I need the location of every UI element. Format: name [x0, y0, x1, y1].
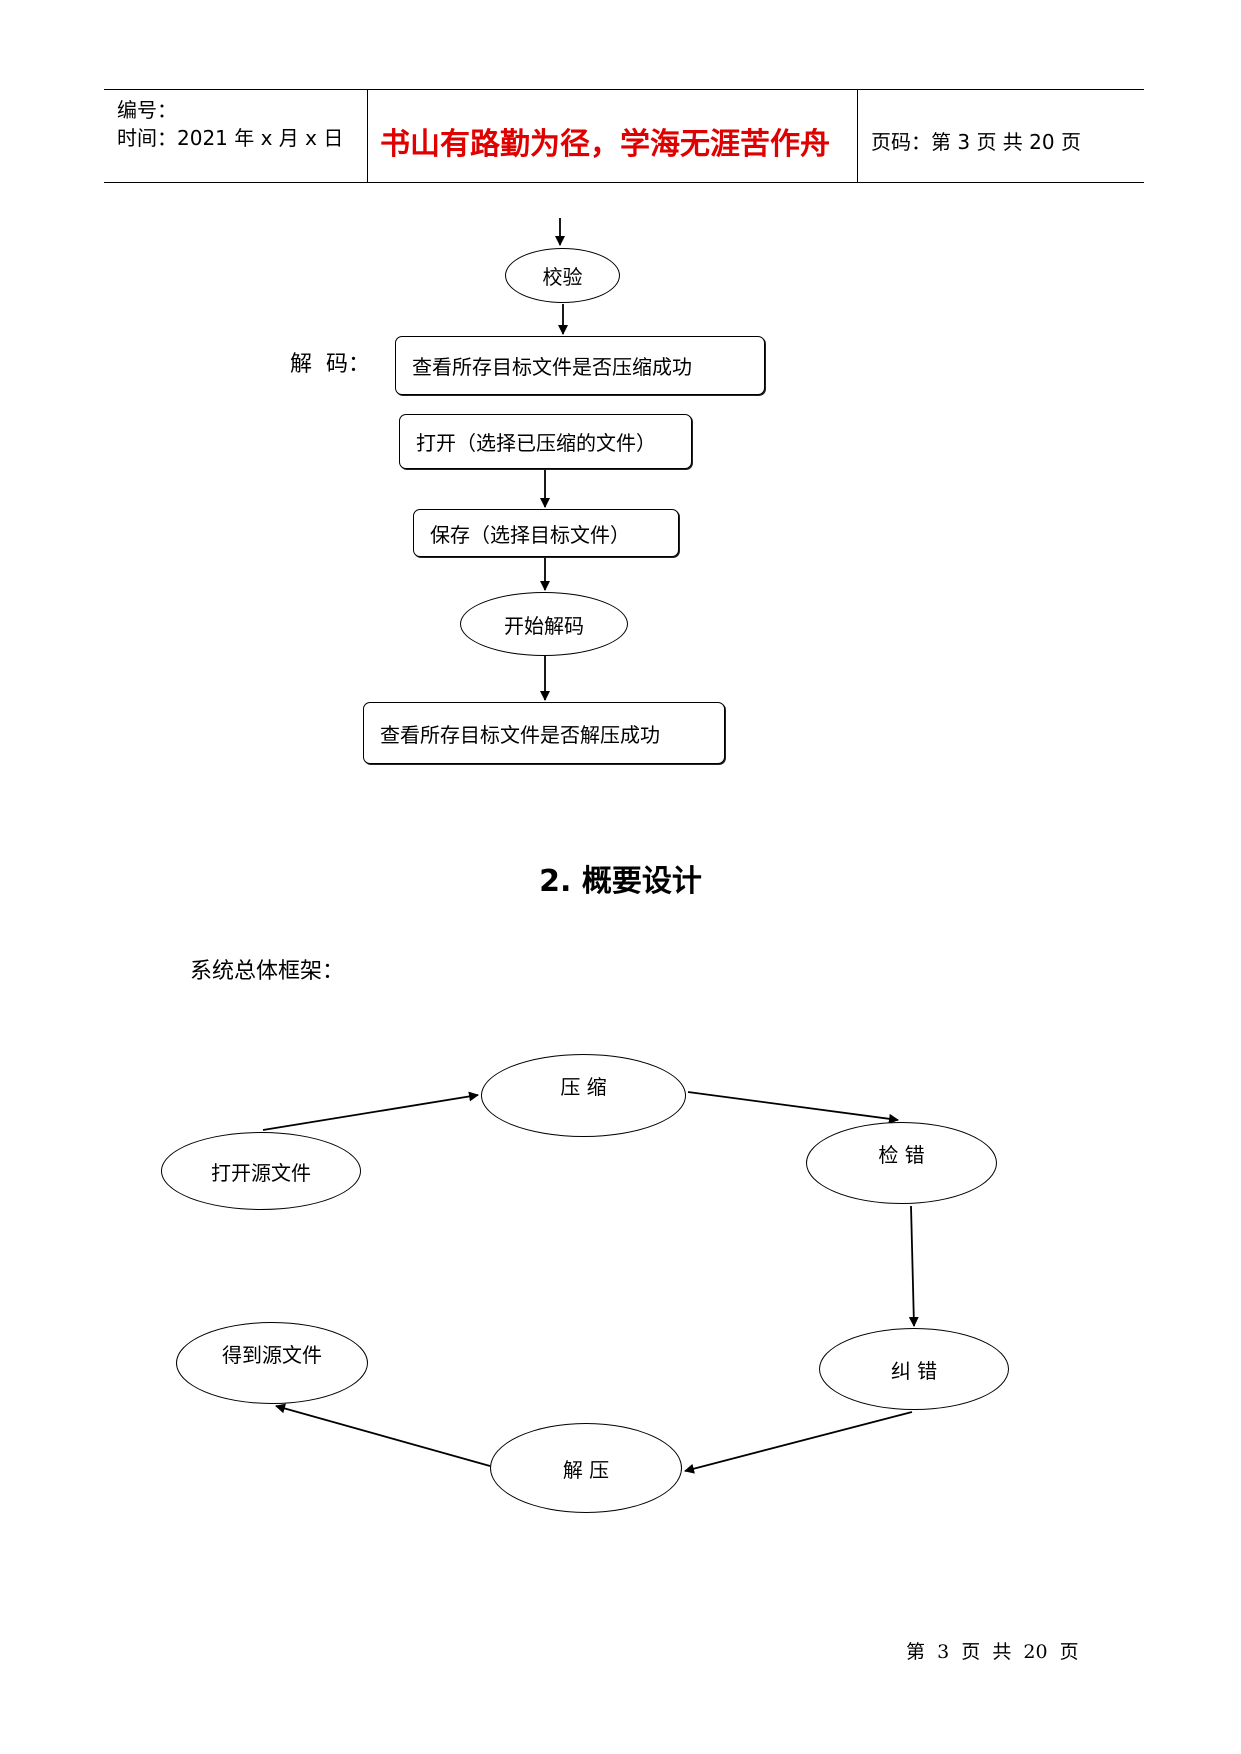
open-file-node: 打开（选择已压缩的文件） — [399, 414, 692, 469]
verify-node: 校验 — [505, 248, 620, 303]
get-source-node: 得到源文件 — [176, 1322, 368, 1404]
header-divider-right — [857, 89, 858, 183]
open-source-node: 打开源文件 — [161, 1132, 361, 1210]
header-top-rule — [104, 89, 1144, 90]
header-page-info: 页码：第 3 页 共 20 页 — [871, 130, 1081, 154]
document-number-label: 编号： — [117, 98, 177, 122]
framework-label: 系统总体框架： — [190, 959, 345, 984]
start-decode-node: 开始解码 — [460, 592, 628, 656]
arrow-compress-to-check — [687, 1091, 899, 1124]
section-title: 2. 概要设计 — [539, 864, 702, 899]
header-motto: 书山有路勤为径，学海无涯苦作舟 — [380, 127, 830, 162]
arrow-correct-to-decompress — [684, 1411, 913, 1474]
save-file-node: 保存（选择目标文件） — [413, 509, 679, 557]
check-compress-node: 查看所存目标文件是否压缩成功 — [395, 336, 765, 395]
header-divider-left — [367, 89, 368, 183]
compress-node: 压 缩 — [481, 1054, 686, 1137]
page-footer: 第 3 页 共 20 页 — [906, 1641, 1079, 1663]
decode-label: 解 码： — [290, 352, 370, 377]
check-decompress-node: 查看所存目标文件是否解压成功 — [363, 702, 725, 764]
document-date: 时间：2021 年 x 月 x 日 — [117, 126, 344, 150]
arrow-decompress-to-get — [275, 1403, 491, 1467]
decompress-node: 解 压 — [490, 1423, 682, 1513]
arrow-check-to-correct — [908, 1205, 919, 1327]
check-error-node: 检 错 — [806, 1122, 997, 1204]
header-bottom-rule — [104, 182, 1144, 183]
arrow-open-to-compress — [262, 1091, 479, 1131]
correct-error-node: 纠 错 — [819, 1328, 1009, 1410]
